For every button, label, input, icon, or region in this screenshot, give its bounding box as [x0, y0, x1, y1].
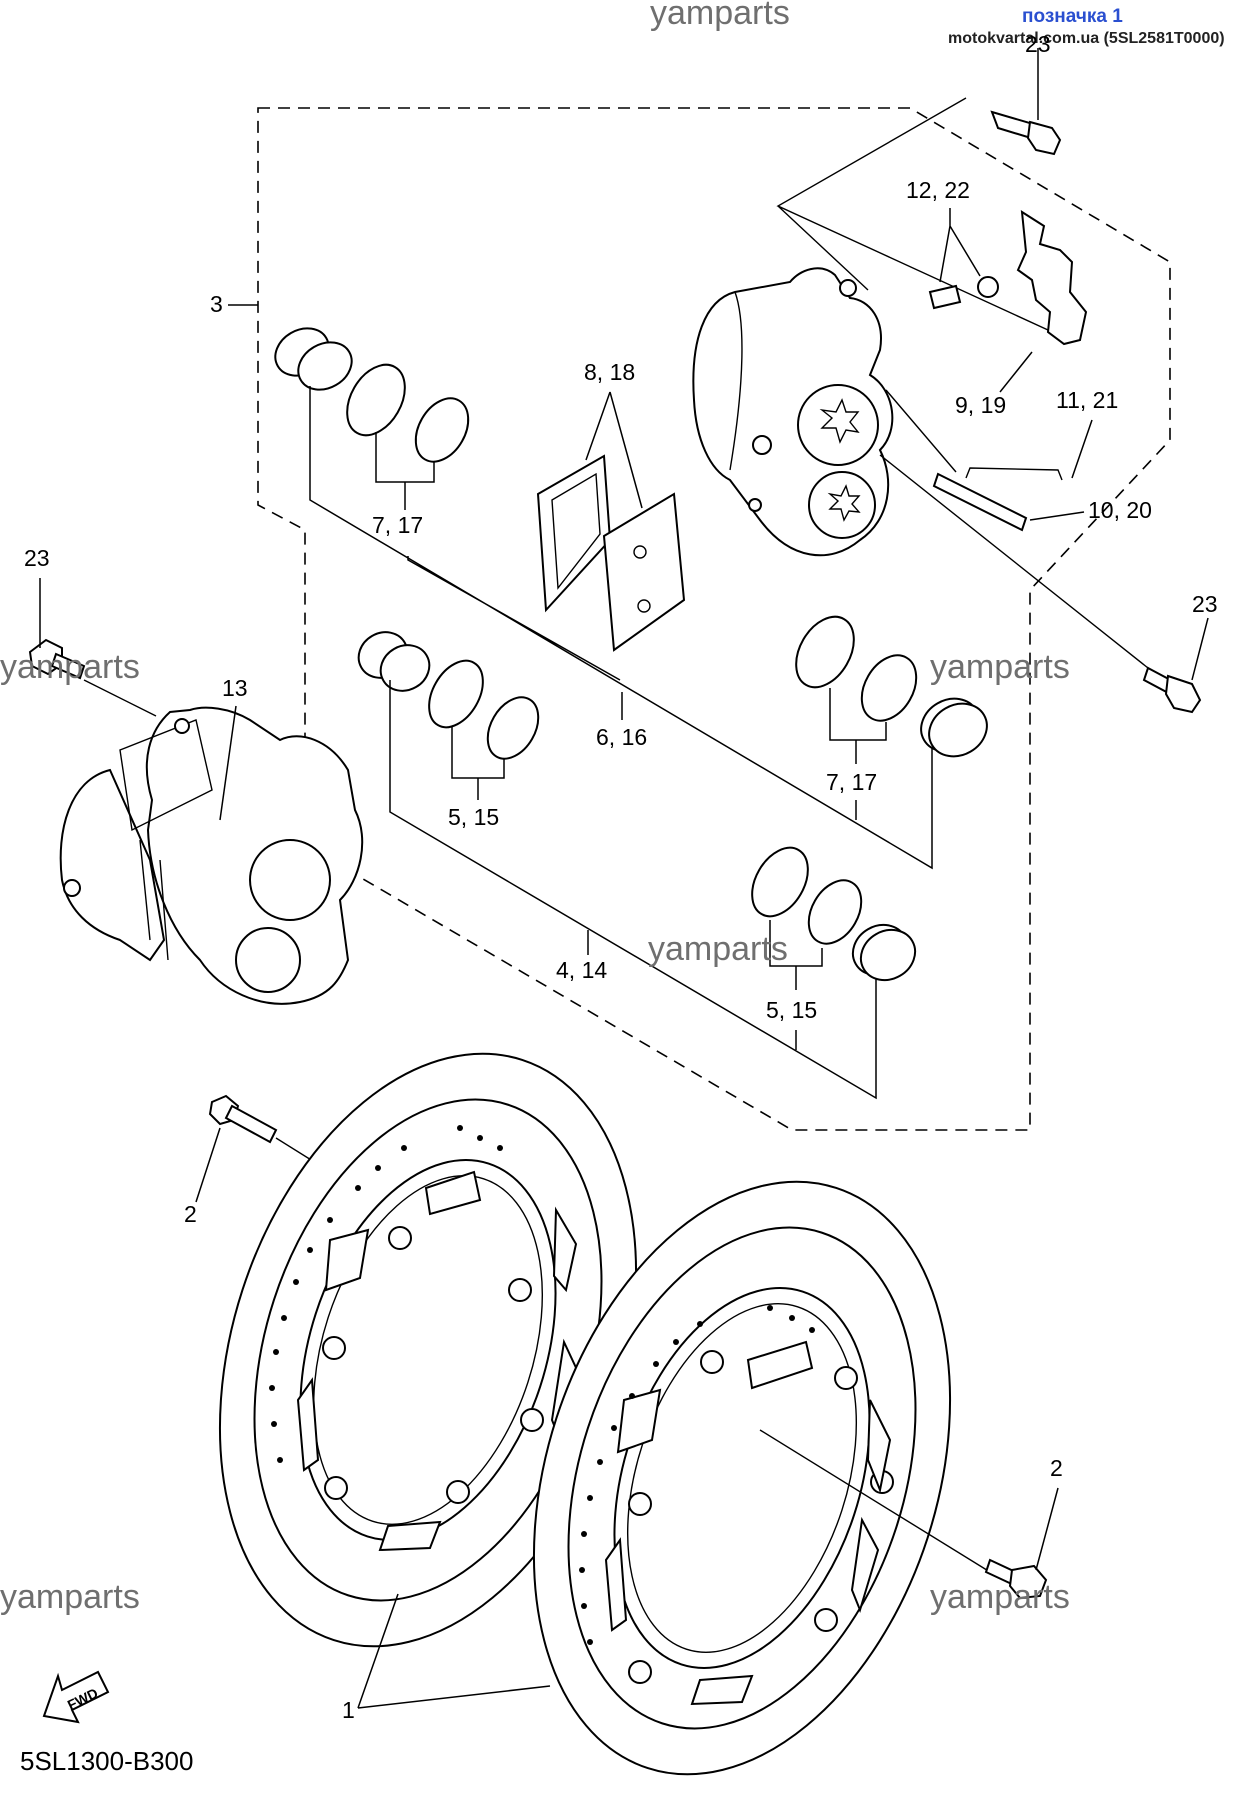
leader-10-20 [1029, 511, 1085, 521]
brake-disc-right [532, 1180, 952, 1776]
watermark-left-mid: yamparts [0, 648, 140, 686]
callout-11-21: 11, 21 [1056, 387, 1118, 413]
leader-1 [357, 1593, 551, 1709]
leader-9-19 [999, 351, 1033, 393]
axis-line-23-top [776, 97, 1049, 331]
piston-middle-left [357, 631, 431, 692]
leader-7-17-upper [375, 432, 435, 510]
callout-23-top: 23 [1025, 31, 1051, 57]
watermark-top: yamparts [650, 0, 790, 32]
leader-6-16-upper [309, 386, 933, 870]
pad-pin-10-20 [932, 467, 1063, 532]
callout-23-right: 23 [1192, 591, 1218, 617]
callout-6-16: 6, 16 [596, 724, 647, 750]
callout-3: 3 [210, 291, 223, 317]
leader-13 [219, 705, 237, 821]
brake-disc-right-holes [579, 1305, 815, 1645]
callout-7-17-upper: 7, 17 [372, 512, 423, 538]
callout-7-17-lower: 7, 17 [826, 769, 877, 795]
leader-2-right [1035, 1487, 1059, 1571]
callout-10-20: 10, 20 [1088, 497, 1152, 523]
watermark-center: yamparts [648, 930, 788, 968]
bolt-23-top [990, 110, 1062, 156]
seal-upper-left-a [346, 363, 406, 437]
callout-2-left: 2 [184, 1201, 197, 1227]
leader-5-15-lower [769, 920, 823, 1050]
leader-5-15-upper [451, 726, 505, 800]
seal-lower-b [807, 879, 863, 945]
callout-23-left: 23 [24, 545, 50, 571]
leader-4-14 [389, 680, 877, 1100]
bleed-screw-12-22 [928, 276, 999, 310]
brake-disc-left [218, 1052, 638, 1648]
brake-pad-rear [536, 454, 612, 613]
seal-upper-left-b [414, 397, 470, 463]
watermark-left-low: yamparts [0, 1578, 140, 1616]
leader-11-21 [1071, 419, 1093, 479]
leader-23-right [1191, 617, 1209, 681]
disc-bolt-2-right [984, 1558, 1048, 1600]
axis-line-2-right [759, 1429, 991, 1573]
callout-5-15-lower: 5, 15 [766, 997, 817, 1023]
link-label[interactable]: позначка 1 [1022, 6, 1123, 27]
disc-bolt-2-left [208, 1094, 278, 1144]
callout-5-15-upper: 5, 15 [448, 804, 499, 830]
seal-middle-a [428, 659, 484, 729]
piston-lower-right [851, 923, 917, 982]
fwd-arrow-icon: FWD [42, 1670, 110, 1724]
seal-right-b [860, 654, 918, 722]
seal-lower-a [751, 846, 809, 918]
leader-7-17-lower [829, 688, 887, 764]
caliper-outer-half [692, 267, 894, 557]
leader-8-18 [585, 391, 643, 509]
watermark-right-low: yamparts [930, 1578, 1070, 1616]
pad-spring-9-19 [1016, 210, 1088, 346]
brake-disc-left-holes [269, 1125, 503, 1463]
diagram-code: 5SL1300-B300 [20, 1746, 193, 1776]
seal-right-a [795, 615, 855, 689]
source-text: motokvartal.com.ua (5SL2581T0000) [948, 30, 1225, 47]
callout-2-right: 2 [1050, 1455, 1063, 1481]
watermark-right-mid: yamparts [930, 648, 1070, 686]
callout-4-14: 4, 14 [556, 957, 607, 983]
callout-13: 13 [222, 675, 248, 701]
callout-12-22: 12, 22 [906, 177, 970, 203]
bolt-23-left [28, 638, 86, 680]
leader-2-left [195, 1127, 221, 1203]
callout-1: 1 [342, 1697, 355, 1723]
callout-9-19: 9, 19 [955, 392, 1006, 418]
bolt-23-right [1142, 666, 1202, 714]
piston-upper-left [274, 327, 353, 391]
brake-pad-front [602, 492, 686, 652]
seal-middle-b [486, 696, 540, 760]
caliper-left-assembled [59, 706, 364, 1005]
axis-line-caliper [879, 389, 1149, 669]
piston-right [920, 697, 988, 758]
leader-12-22 [939, 208, 981, 283]
axis-line-23-left [83, 679, 157, 717]
callout-8-18: 8, 18 [584, 359, 635, 385]
